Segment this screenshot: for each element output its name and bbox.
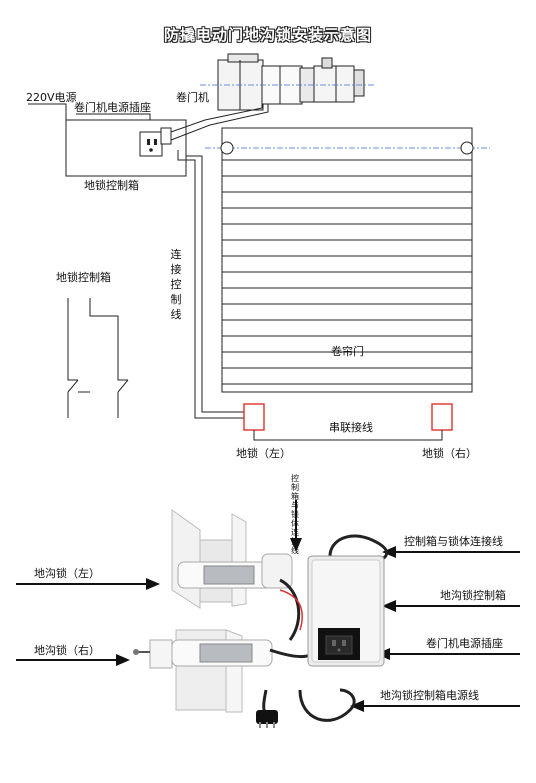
label-photo-motor-socket: 卷门机电源插座: [426, 637, 503, 650]
door-motor: [217, 53, 365, 111]
label-motor-socket: 卷门机电源插座: [74, 101, 151, 114]
label-door-motor: 卷门机: [176, 91, 209, 104]
lock-marker-right: [431, 403, 453, 431]
label-control-box-schematic: 地锁控制箱: [56, 271, 111, 284]
control-box-photo: [307, 555, 385, 667]
door-slats: [222, 159, 472, 385]
label-box-lock-wire-vertical: 控制箱与锁体连接线: [291, 474, 299, 555]
label-photo-box-lock-wire: 控制箱与锁体连接线: [404, 535, 503, 548]
door-axle-right: [460, 141, 474, 155]
door-axle-left: [220, 141, 234, 155]
ground-lock-left-photo: [171, 509, 293, 609]
diagram-title: 防撬电动门地沟锁安装示意图: [163, 26, 372, 44]
label-photo-control-box: 地沟锁控制箱: [440, 589, 506, 602]
roller-door: [221, 127, 473, 393]
label-lock-left: 地锁（左）: [236, 447, 291, 460]
label-series-wire: 串联接线: [329, 421, 373, 434]
label-connect-control-wire: 连接控制线: [170, 248, 182, 321]
label-lock-right: 地锁（右）: [422, 447, 477, 460]
pointer-arrows: [16, 500, 520, 712]
connect-control-wire: [177, 150, 248, 419]
label-photo-lock-right: 地沟锁（右）: [34, 644, 100, 657]
control-box-socket: [139, 131, 163, 157]
control-box-plug: [160, 127, 172, 145]
series-wire: [253, 430, 443, 441]
label-roller-door: 卷帘门: [331, 345, 364, 358]
label-photo-power-cord: 地沟锁控制箱电源线: [380, 689, 479, 702]
power-plug-photo: [256, 710, 278, 728]
label-220v: 220V电源: [26, 91, 77, 104]
control-box-schematic: [67, 298, 129, 418]
red-wire: [279, 589, 303, 631]
ground-lock-right-photo: [133, 629, 273, 713]
lock-marker-left: [243, 403, 265, 431]
motor-power-cable: [170, 104, 269, 141]
label-photo-lock-left: 地沟锁（左）: [34, 567, 100, 580]
label-control-box: 地锁控制箱: [84, 179, 139, 192]
